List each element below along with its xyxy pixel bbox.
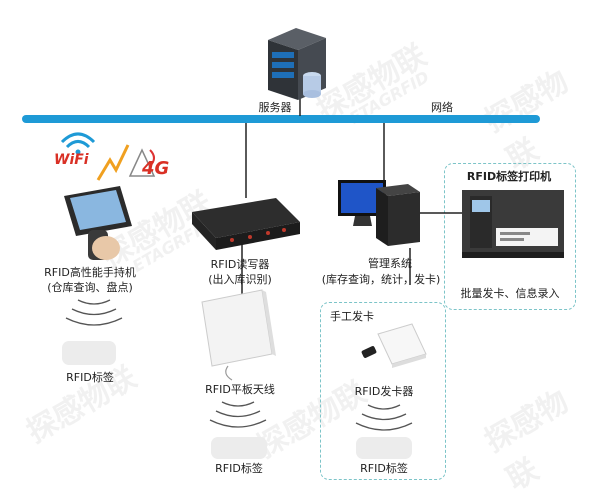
flat-panel-antenna-icon: [201, 289, 276, 381]
printer-caption: 批量发卡、信息录入: [460, 287, 560, 300]
management-sublabel: (库存查询，统计，发卡): [321, 273, 441, 286]
handheld-label: RFID高性能手持机: [44, 266, 136, 279]
reader-label: RFID读写器: [210, 258, 270, 271]
handheld-terminal-icon: [64, 186, 132, 260]
card-issuer-icon: [361, 323, 427, 368]
handheld-signal-arcs: [65, 299, 123, 326]
issuer-signal-arcs: [355, 404, 413, 431]
handheld-rfid-tag: [62, 341, 116, 365]
network-bus: [22, 115, 540, 123]
card-issuer-label: RFID发卡器: [354, 385, 414, 398]
card-issuer-header: 手工发卡: [330, 310, 374, 323]
antenna-label: RFID平板天线: [205, 383, 275, 396]
handheld-sublabel: (仓库查询、盘点): [47, 281, 133, 294]
handheld-tag-label: RFID标签: [66, 371, 114, 384]
antenna-tag-label: RFID标签: [215, 462, 263, 475]
printer-dashed-box: [444, 163, 576, 310]
card-issuer-dashed-box: [320, 302, 446, 480]
management-pc-icon: [338, 180, 420, 246]
issuer-tag-label: RFID标签: [360, 462, 408, 475]
rfid-reader-icon: [192, 198, 300, 250]
label-printer-icon: [462, 190, 564, 258]
issuer-rfid-tag: [356, 437, 412, 459]
server-icon: [268, 28, 326, 100]
management-label: 管理系统: [368, 257, 412, 270]
antenna-signal-arcs: [209, 401, 267, 428]
antenna-rfid-tag: [211, 437, 267, 459]
printer-title: RFID标签打印机: [466, 170, 552, 183]
network-label: 网络: [431, 101, 453, 114]
reader-sublabel: (出入库识别): [208, 273, 272, 286]
wifi-text: WiFi: [54, 152, 89, 168]
wifi-4g-icon: [60, 132, 156, 181]
cell-4g-text: 4G: [142, 158, 170, 179]
server-label: 服务器: [258, 101, 292, 114]
